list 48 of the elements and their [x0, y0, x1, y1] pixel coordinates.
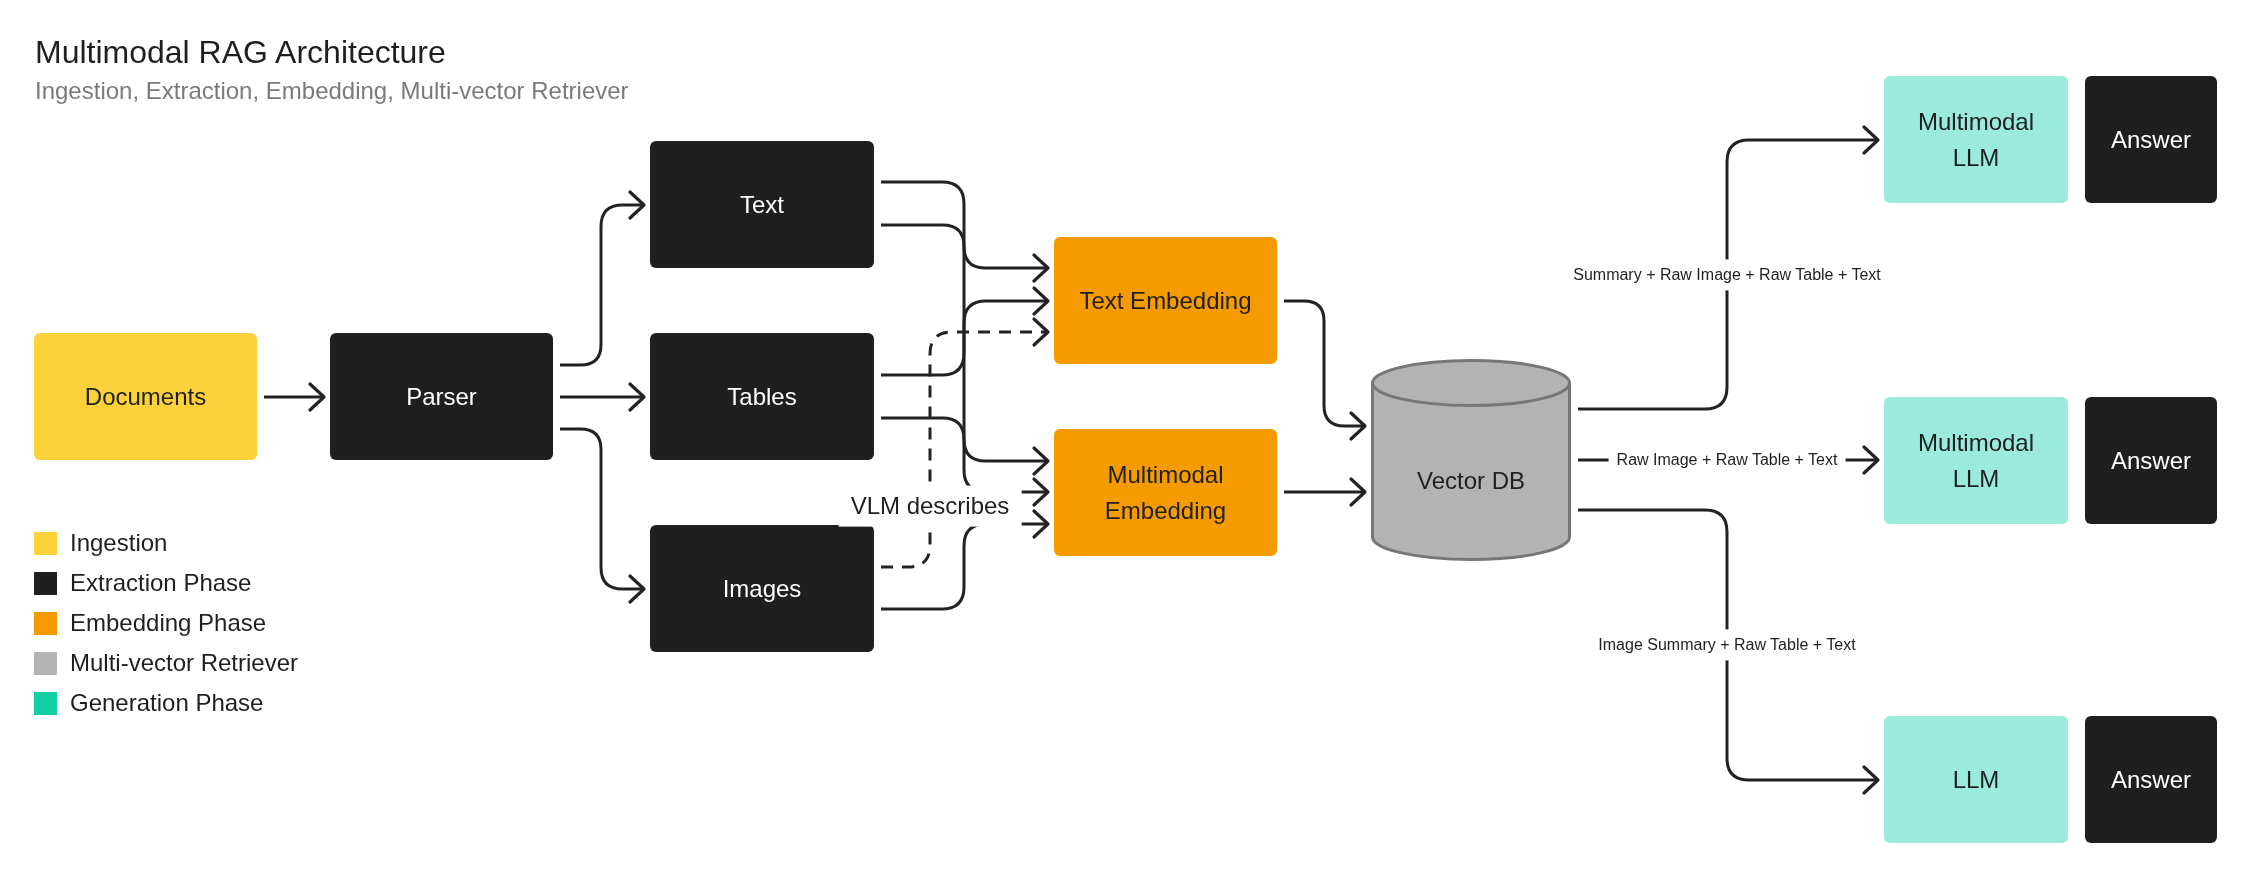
process-box: [1884, 716, 2068, 843]
arrow: [1578, 125, 1880, 411]
node-label: Answer: [2111, 124, 2191, 155]
legend-label: Multi-vector Retriever: [70, 648, 299, 678]
arrow: [560, 190, 646, 367]
node-label: Multimodal LLM: [1916, 106, 2035, 173]
node-label: Answer: [2111, 764, 2191, 795]
arrow: [881, 286, 1050, 377]
arrow: [264, 382, 326, 412]
process-box: [1054, 429, 1277, 556]
node-label: Images: [722, 573, 802, 604]
arrow: [1578, 508, 1880, 795]
legend-label: Generation Phase: [70, 688, 264, 718]
node-label: LLM: [1952, 764, 2000, 795]
node-label: Text Embedding: [1079, 285, 1252, 316]
process-box: [1884, 397, 2068, 524]
process-box: [650, 141, 874, 268]
arrow: [881, 223, 1050, 283]
diagram-title: Multimodal RAG Architecture: [35, 33, 446, 72]
legend-label: Embedding Phase: [70, 608, 267, 638]
node-label: Documents: [84, 381, 207, 412]
node-label: Multimodal Embedding: [1103, 459, 1228, 526]
arrow: [881, 180, 1050, 507]
arrow: [881, 317, 1050, 569]
process-box: [330, 333, 553, 460]
edge-label: VLM describes: [838, 485, 1022, 527]
process-box: [650, 333, 874, 460]
arrow: [1284, 299, 1367, 441]
process-box: [2085, 76, 2217, 203]
process-box: [1054, 237, 1277, 364]
node-label: Parser: [406, 381, 477, 412]
arrow: [560, 382, 646, 412]
node-label: Tables: [727, 381, 797, 412]
arrow: [560, 427, 646, 604]
node-label: Answer: [2111, 445, 2191, 476]
arrow: [1284, 477, 1367, 507]
diagram-subtitle: Ingestion, Extraction, Embedding, Multi-vector Retriever: [35, 77, 629, 105]
node-label: Text: [740, 189, 784, 220]
process-box: [1884, 76, 2068, 203]
legend-label: Extraction Phase: [70, 568, 252, 598]
legend-label: Ingestion: [70, 528, 168, 558]
process-box: [2085, 716, 2217, 843]
node-label: Vector DB: [1416, 466, 1525, 496]
process-box: [2085, 397, 2217, 524]
process-box: [34, 333, 257, 460]
arrow: [881, 416, 1050, 476]
node-label: Multimodal LLM: [1916, 427, 2035, 494]
process-box: [650, 525, 874, 652]
